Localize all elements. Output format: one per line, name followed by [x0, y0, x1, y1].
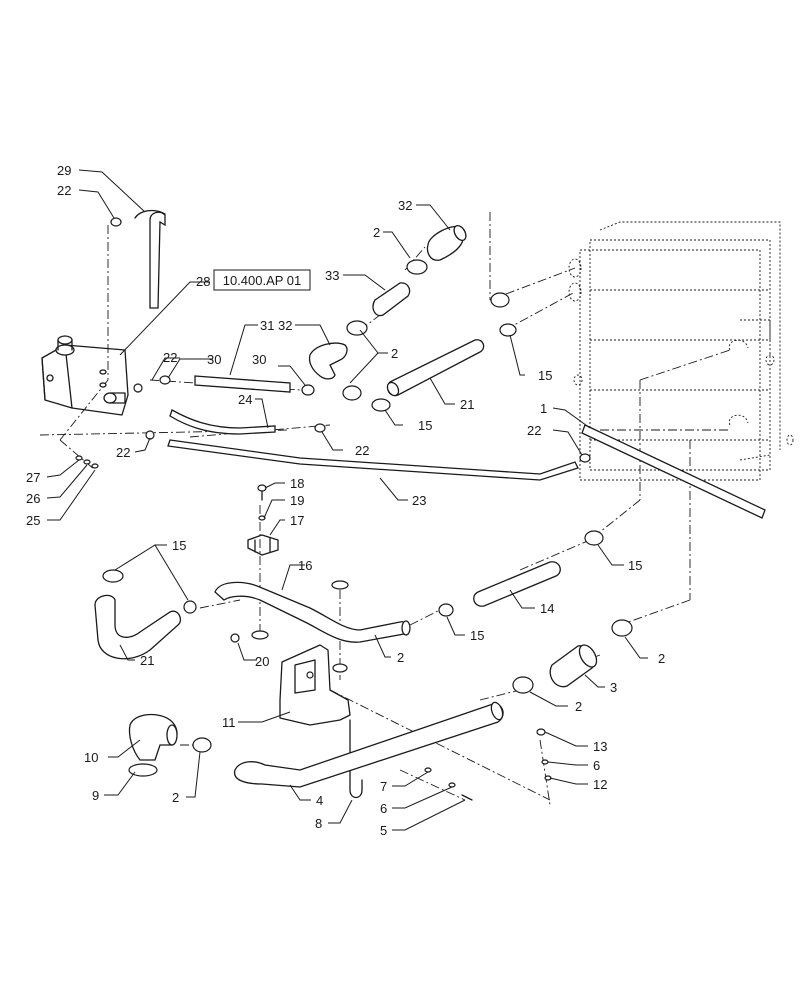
callout-2[interactable]: 2	[172, 790, 179, 805]
callout-6[interactable]: 6	[593, 758, 600, 773]
callout-29[interactable]: 29	[57, 163, 71, 178]
callout-21[interactable]: 21	[140, 653, 154, 668]
callout-22[interactable]: 22	[116, 445, 130, 460]
callout-22[interactable]: 22	[163, 350, 177, 365]
callout-5[interactable]: 5	[380, 823, 387, 838]
expansion-tank	[41, 335, 129, 416]
hose-33	[372, 282, 411, 317]
callout-33[interactable]: 33	[325, 268, 339, 283]
overflow-hose-29	[149, 211, 166, 309]
callout-15[interactable]: 15	[470, 628, 484, 643]
callout-3[interactable]: 3	[610, 680, 617, 695]
callout-27[interactable]: 27	[26, 470, 40, 485]
u-bolt-8	[349, 719, 363, 799]
callout-30[interactable]: 30	[252, 352, 266, 367]
callout-15[interactable]: 15	[538, 368, 552, 383]
callout-20[interactable]: 20	[255, 654, 269, 669]
pipe-16	[214, 581, 409, 643]
callout-6[interactable]: 6	[380, 801, 387, 816]
hose-4	[233, 703, 504, 788]
callout-14[interactable]: 14	[540, 601, 554, 616]
rod-1	[581, 424, 766, 519]
callout-24[interactable]: 24	[238, 392, 252, 407]
callout-28[interactable]: 28	[196, 274, 210, 289]
callout-10[interactable]: 10	[84, 750, 98, 765]
callout-31[interactable]: 31	[260, 318, 274, 333]
callout-18[interactable]: 18	[290, 476, 304, 491]
callout-15[interactable]: 15	[628, 558, 642, 573]
callout-13[interactable]: 13	[593, 739, 607, 754]
callout-labels: 29 22 28 32 2 33 31 32 2 22 30 30 15 24 …	[26, 163, 665, 838]
reference-box-label: 10.400.AP 01	[223, 273, 302, 288]
callout-15[interactable]: 15	[418, 418, 432, 433]
callout-26[interactable]: 26	[26, 491, 40, 506]
callout-22[interactable]: 22	[57, 183, 71, 198]
callout-7[interactable]: 7	[380, 779, 387, 794]
callout-25[interactable]: 25	[26, 513, 40, 528]
washers-25-26-27	[75, 455, 99, 469]
radiator	[568, 221, 794, 481]
hose-31	[194, 375, 291, 393]
callout-19[interactable]: 19	[290, 493, 304, 508]
callout-4[interactable]: 4	[316, 793, 323, 808]
callout-30[interactable]: 30	[207, 352, 221, 367]
callout-17[interactable]: 17	[290, 513, 304, 528]
callout-2[interactable]: 2	[658, 651, 665, 666]
hose-14	[473, 561, 561, 607]
bracket-17	[247, 484, 279, 556]
callout-16[interactable]: 16	[298, 558, 312, 573]
callout-23[interactable]: 23	[412, 493, 426, 508]
callout-2[interactable]: 2	[391, 346, 398, 361]
callout-22[interactable]: 22	[527, 423, 541, 438]
callout-8[interactable]: 8	[315, 816, 322, 831]
callout-2[interactable]: 2	[373, 225, 380, 240]
bracket-11	[230, 580, 351, 726]
callout-9[interactable]: 9	[92, 788, 99, 803]
callout-1[interactable]: 1	[540, 401, 547, 416]
hose-32-lower	[308, 342, 348, 380]
reference-box[interactable]: 10.400.AP 01	[213, 269, 311, 291]
tube-23	[167, 439, 579, 481]
upper-clamps	[110, 217, 591, 463]
callout-32[interactable]: 32	[278, 318, 292, 333]
callout-22[interactable]: 22	[355, 443, 369, 458]
hose-21-lower	[94, 594, 182, 660]
callout-32[interactable]: 32	[398, 198, 412, 213]
hose-32-upper	[426, 225, 464, 261]
leader-lines	[46, 169, 648, 831]
callout-12[interactable]: 12	[593, 777, 607, 792]
callout-2[interactable]: 2	[575, 699, 582, 714]
callout-11[interactable]: 11	[222, 715, 236, 730]
hose-24	[169, 409, 276, 435]
callout-21[interactable]: 21	[460, 397, 474, 412]
callout-15[interactable]: 15	[172, 538, 186, 553]
callout-2[interactable]: 2	[397, 650, 404, 665]
